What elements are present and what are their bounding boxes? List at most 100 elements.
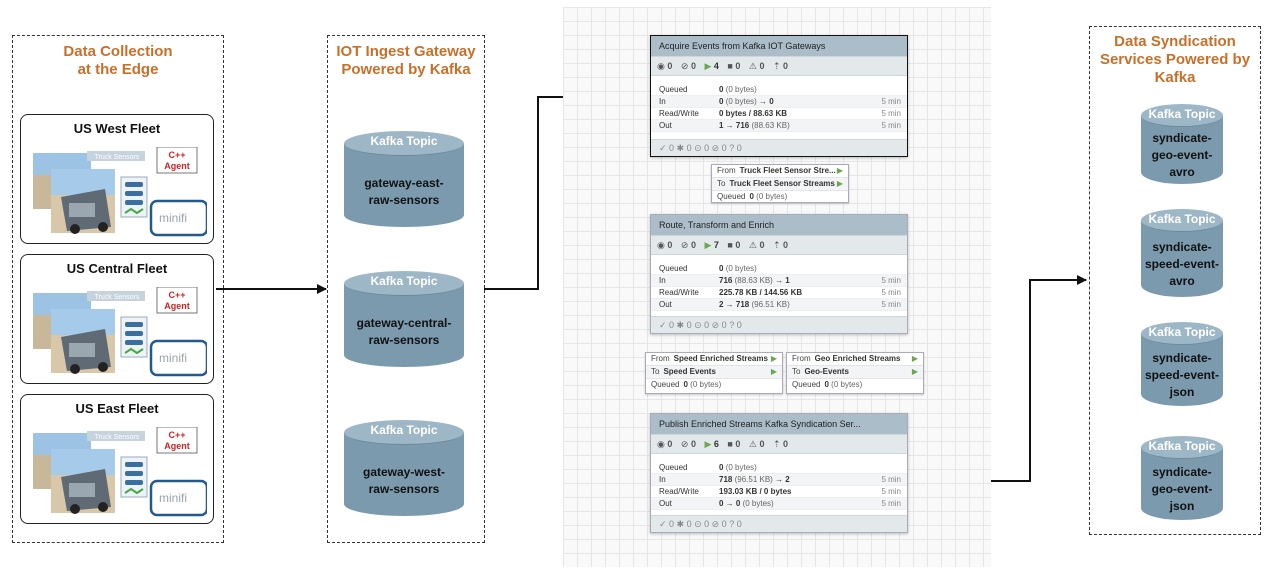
warning-icon: ⚠ 0 (748, 61, 765, 71)
agent-label-2: Agent (164, 161, 190, 171)
topic-name-line-2: raw-sensors (368, 482, 440, 496)
warning-icon: ⚠ 0 (748, 240, 765, 250)
processor-status-bar: ◉ 0 ⊘ 0 ▶ 7 ■ 0 ⚠ 0 ⇡ 0 (651, 235, 907, 255)
sensor-label: Truck Sensors (95, 154, 140, 161)
processor-footer: ✓ 0 ✱ 0 ⊙ 0 ⊘ 0 ? 0 (651, 515, 907, 532)
kafka-topic-cylinder: Kafka Topic gateway-west- raw-sensors (344, 420, 464, 516)
sensor-label: Truck Sensors (95, 294, 140, 301)
processor-footer: ✓ 0 ✱ 0 ⊙ 0 ⊘ 0 ? 0 (651, 316, 907, 333)
cylinder-label: Kafka Topic (1148, 107, 1216, 121)
cylinder-label: Kafka Topic (1148, 212, 1216, 226)
topic-name-line-2: geo-event- (1151, 148, 1213, 162)
transmitting-icon: ⇡ 0 (773, 439, 789, 449)
sensor-label: Truck Sensors (95, 434, 140, 441)
topic-name-line-2: speed-event- (1144, 368, 1220, 382)
syndication-panel-title: Data Syndication Services Powered by Kaf… (1090, 33, 1260, 87)
agent-label-1: C++ (168, 430, 185, 440)
topic-name-line-1: syndicate- (1152, 465, 1212, 479)
syndication-panel: Data Syndication Services Powered by Kaf… (1089, 26, 1261, 535)
processor-title: Route, Transform and Enrich (651, 215, 907, 235)
running-icon: ▶ 6 (704, 439, 719, 449)
topic-name-line-2: raw-sensors (368, 193, 440, 207)
minifi-logo: minifi (159, 351, 187, 365)
topic-name-line-1: gateway-central- (356, 316, 452, 330)
topic-name-line-1: gateway-west- (362, 465, 446, 479)
cylinder-label: Kafka Topic (1148, 325, 1216, 339)
edge-panel-title: Data Collection at the Edge (13, 43, 223, 79)
processor-publish-enriched[interactable]: Publish Enriched Streams Kafka Syndicati… (650, 413, 908, 533)
play-icon: ▶ (770, 367, 777, 376)
cylinder-label: Kafka Topic (370, 134, 438, 148)
play-icon: ▶ (911, 367, 918, 376)
kafka-topic-cylinder: Kafka Topic syndicate- speed-event- avro (1141, 209, 1223, 297)
invalid-icon: ■ 0 (727, 61, 741, 71)
topic-name-line-2: geo-event- (1151, 482, 1213, 496)
warning-icon: ⚠ 0 (748, 439, 765, 449)
agent-label-2: Agent (164, 301, 190, 311)
transmitting-icon: ⇡ 0 (773, 61, 789, 71)
stopped-icon: ◉ 0 (657, 240, 673, 250)
fleet-card-east: US East Fleet Truck Sensors C++ Agent mi… (20, 394, 214, 524)
topic-name-line-1: syndicate- (1152, 240, 1212, 254)
fleet-title: US Central Fleet (66, 261, 168, 276)
fleet-title: US West Fleet (73, 121, 161, 136)
syndication-title-line-2: Services Powered by (1099, 51, 1251, 68)
truck-sensor-illustration: Truck Sensors C++ Agent minifi (33, 147, 207, 237)
processor-status-bar: ◉ 0 ⊘ 0 ▶ 6 ■ 0 ⚠ 0 ⇡ 0 (651, 434, 907, 454)
cylinder-label: Kafka Topic (1148, 439, 1216, 453)
edge-panel: Data Collection at the Edge (12, 35, 224, 543)
topic-name-line-3: avro (1169, 274, 1195, 288)
syndication-title-line-3: Kafka (1154, 69, 1196, 86)
processor-status-bar: ◉ 0 ⊘ 0 ▶ 4 ■ 0 ⚠ 0 ⇡ 0 (651, 56, 907, 76)
running-icon: ▶ 7 (704, 240, 719, 250)
syndication-title-line-1: Data Syndication (1114, 33, 1236, 50)
gateway-title-line-1: IOT Ingest Gateway (336, 43, 476, 60)
topic-name-line-2: speed-event- (1144, 257, 1220, 271)
topic-name-line-3: json (1169, 499, 1195, 513)
kafka-topic-cylinder: Kafka Topic gateway-east- raw-sensors (344, 131, 464, 227)
processor-route-transform[interactable]: Route, Transform and Enrich ◉ 0 ⊘ 0 ▶ 7 … (650, 214, 908, 334)
agent-label-1: C++ (168, 290, 185, 300)
topic-name-line-3: json (1169, 385, 1195, 399)
play-icon: ▶ (911, 354, 918, 363)
minifi-logo: minifi (159, 211, 187, 225)
cylinder-label: Kafka Topic (370, 423, 438, 437)
fleet-card-central: US Central Fleet Truck Sensors C++ Agent… (20, 254, 214, 384)
processor-acquire-events[interactable]: Acquire Events from Kafka IOT Gateways ◉… (650, 35, 908, 157)
topic-name-line-1: syndicate- (1152, 351, 1212, 365)
gateway-panel-title: IOT Ingest Gateway Powered by Kafka (328, 43, 484, 79)
kafka-topic-cylinder: Kafka Topic gateway-central- raw-sensors (344, 271, 464, 367)
truck-sensor-illustration: Truck Sensors C++ Agent minifi (33, 287, 207, 377)
fleet-card-west: US West Fleet Truck Sensors C++ Agent mi… (20, 114, 214, 244)
truck-sensor-illustration: Truck Sensors C++ Agent minifi (33, 427, 207, 517)
minifi-logo: minifi (159, 491, 187, 505)
gateway-title-line-2: Powered by Kafka (341, 61, 471, 78)
cylinder-label: Kafka Topic (370, 274, 438, 288)
topic-name-line-2: raw-sensors (368, 333, 440, 347)
play-icon: ▶ (770, 354, 777, 363)
topic-name-line-3: avro (1169, 165, 1195, 179)
running-icon: ▶ 4 (704, 61, 719, 71)
disabled-icon: ⊘ 0 (680, 240, 696, 250)
